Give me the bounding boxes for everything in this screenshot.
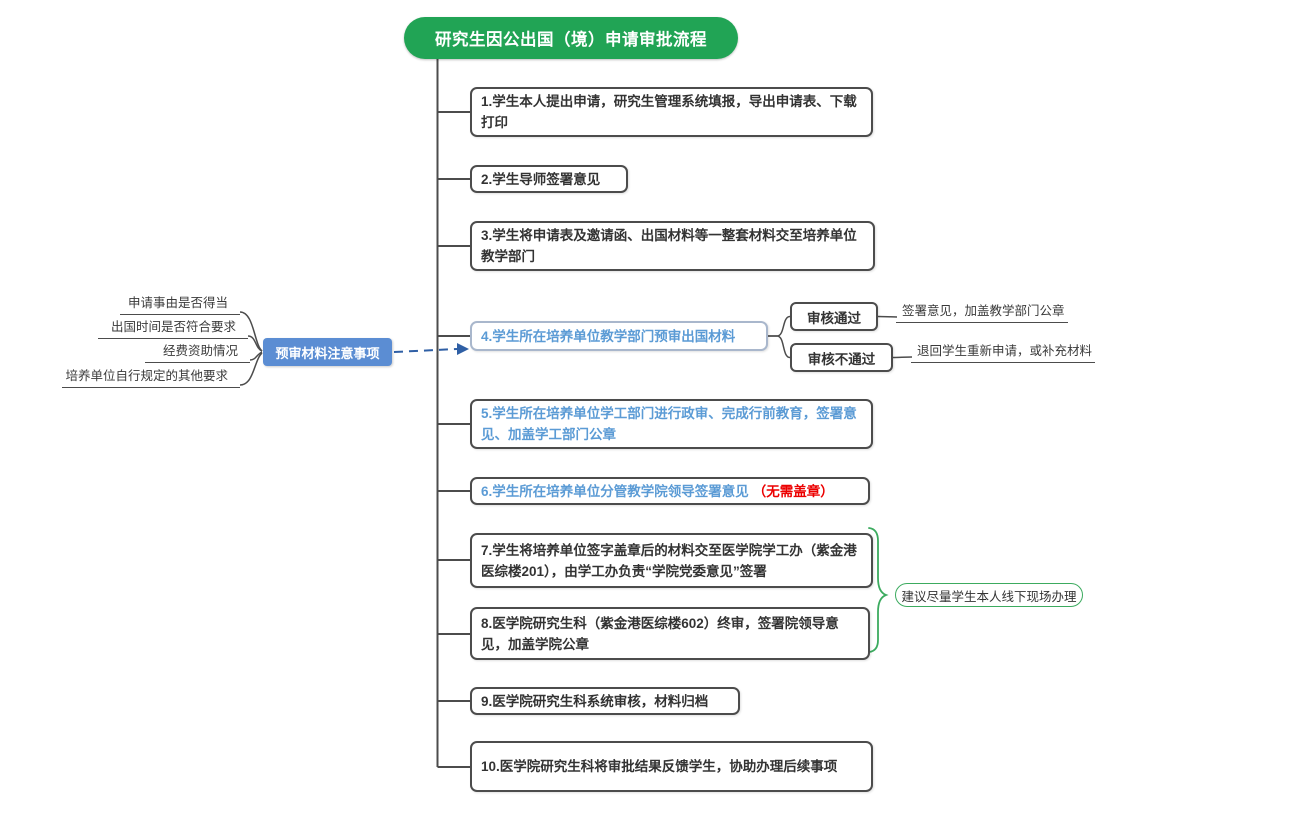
step-box-4: 4.学生所在培养单位教学部门预审出国材料 (470, 321, 768, 351)
step-text: 6.学生所在培养单位分管教学院领导签署意见 (481, 483, 749, 499)
precheck-curves (239, 311, 263, 386)
suggestion-brace (868, 527, 889, 653)
review-pass-result: 签署意见，加盖教学部门公章 (896, 300, 1068, 323)
step-box-6: 6.学生所在培养单位分管教学院领导签署意见 （无需盖章） (470, 477, 870, 505)
precheck-node: 预审材料注意事项 (263, 338, 392, 366)
step-text: 3.学生将申请表及邀请函、出国材料等一整套材料交至培养单位教学部门 (481, 228, 857, 264)
step-box-10: 10.医学院研究生科将审批结果反馈学生，协助办理后续事项 (470, 741, 873, 792)
suggestion-pill: 建议尽量学生本人线下现场办理 (895, 583, 1083, 607)
precheck-item-2: 出国时间是否符合要求 (98, 316, 248, 339)
review-fail-result: 退回学生重新申请，或补充材料 (911, 340, 1095, 363)
precheck-label: 预审材料注意事项 (275, 345, 380, 361)
step-text: 8.医学院研究生科（紫金港医综楼602）终审，签署院领导意见，加盖学院公章 (481, 615, 839, 652)
review-pass-label: 审核通过 (807, 310, 861, 326)
precheck-item-4: 培养单位自行规定的其他要求 (62, 365, 240, 388)
step-box-1: 1.学生本人提出申请，研究生管理系统填报，导出申请表、下载打印 (470, 87, 873, 137)
step-text: 10.医学院研究生科将审批结果反馈学生，协助办理后续事项 (481, 759, 838, 774)
review-fail-box: 审核不通过 (790, 343, 893, 372)
suggestion-text: 建议尽量学生本人线下现场办理 (901, 589, 1077, 604)
step-box-3: 3.学生将申请表及邀请函、出国材料等一整套材料交至培养单位教学部门 (470, 221, 875, 271)
step-text: 2.学生导师签署意见 (481, 171, 601, 187)
step-box-2: 2.学生导师签署意见 (470, 165, 628, 193)
precheck-item-3: 经费资助情况 (145, 340, 250, 363)
precheck-item-1: 申请事由是否得当 (120, 292, 240, 315)
step-text: 9.医学院研究生科系统审核，材料归档 (481, 693, 709, 709)
step-text: 4.学生所在培养单位教学部门预审出国材料 (481, 328, 736, 344)
dashed-arrow (393, 348, 458, 353)
title-text: 研究生因公出国（境）申请审批流程 (435, 31, 707, 49)
review-pass-box: 审核通过 (790, 302, 878, 331)
step-text: 7.学生将培养单位签字盖章后的材料交至医学院学工办（紫金港医综楼201），由学工… (481, 542, 857, 579)
branch-stubs (437, 111, 471, 768)
title-node: 研究生因公出国（境）申请审批流程 (404, 17, 738, 59)
step-box-5: 5.学生所在培养单位学工部门进行政审、完成行前教育，签署意见、加盖学工部门公章 (470, 399, 873, 449)
step-text: 1.学生本人提出申请，研究生管理系统填报，导出申请表、下载打印 (481, 94, 857, 130)
arrowhead-icon (457, 343, 469, 355)
step-box-9: 9.医学院研究生科系统审核，材料归档 (470, 687, 740, 715)
step-text: 5.学生所在培养单位学工部门进行政审、完成行前教育，签署意见、加盖学工部门公章 (481, 406, 857, 442)
step-note-red: （无需盖章） (752, 483, 834, 499)
step-box-7: 7.学生将培养单位签字盖章后的材料交至医学院学工办（紫金港医综楼201），由学工… (470, 533, 873, 588)
review-fork (768, 315, 791, 359)
step-box-8: 8.医学院研究生科（紫金港医综楼602）终审，签署院领导意见，加盖学院公章 (470, 607, 870, 660)
result-connectors (877, 315, 913, 359)
review-fail-label: 审核不通过 (807, 351, 876, 367)
